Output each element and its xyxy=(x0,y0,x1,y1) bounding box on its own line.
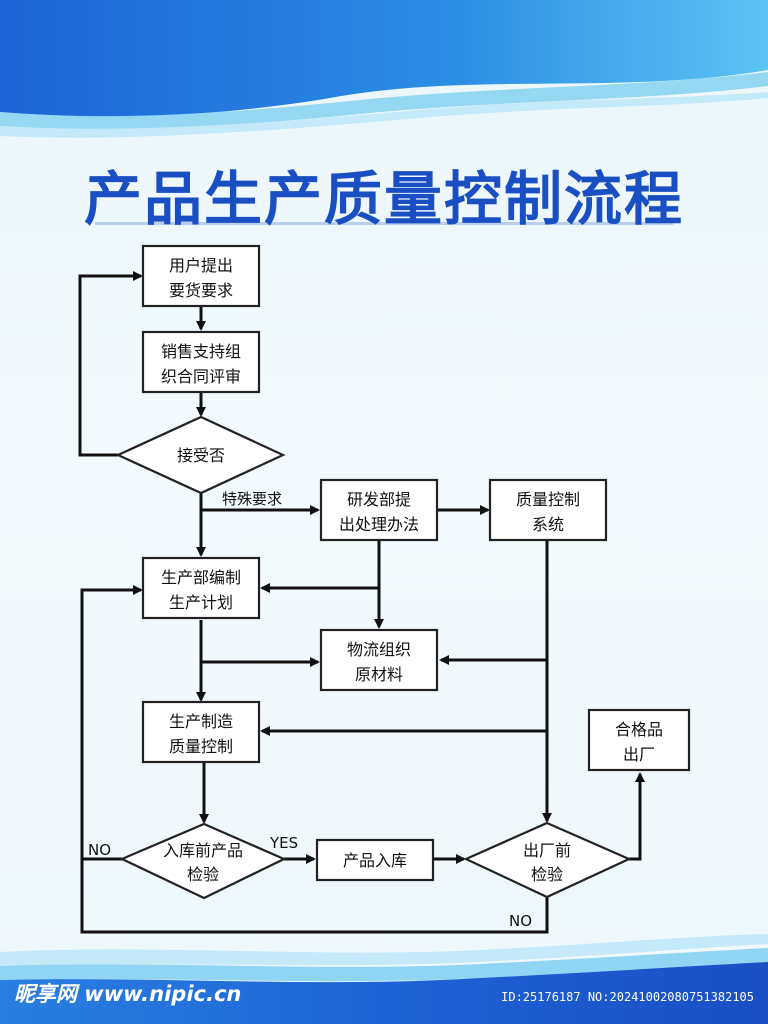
node-manufacture-qc: 生产制造 质量控制 xyxy=(141,700,261,764)
node-rd-solution-line2: 出处理办法 xyxy=(339,515,419,534)
node-manufacture-qc-line1: 生产制造 xyxy=(169,712,233,731)
decision-accept-label: 接受否 xyxy=(177,446,225,465)
node-production-plan-line2: 生产计划 xyxy=(169,593,233,612)
decision-pre-storage-line1: 入库前产品 xyxy=(163,841,243,860)
node-user-request: 用户提出 要货要求 xyxy=(141,244,261,308)
node-logistics-line1: 物流组织 xyxy=(347,640,411,659)
node-rd-solution: 研发部提 出处理办法 xyxy=(319,478,439,542)
watermark-id: ID:25176187 NO:20241002080751382105 xyxy=(501,990,754,1004)
edge-label-special: 特殊要求 xyxy=(222,490,282,508)
node-production-plan: 生产部编制 生产计划 xyxy=(141,556,261,620)
node-sales-review-line2: 织合同评审 xyxy=(161,367,241,386)
decision-pre-shipment-check: 出厂前 检验 xyxy=(463,821,632,899)
edge-label-no-bottom: NO xyxy=(509,912,532,930)
top-wave-band xyxy=(0,0,768,138)
node-logistics-line2: 原材料 xyxy=(355,665,403,684)
title-underline xyxy=(95,222,673,225)
node-logistics: 物流组织 原材料 xyxy=(319,628,439,692)
node-qc-system: 质量控制 系统 xyxy=(488,478,608,542)
node-production-plan-line1: 生产部编制 xyxy=(161,568,241,587)
node-rd-solution-line1: 研发部提 xyxy=(347,490,411,509)
edge-accept-loop-back xyxy=(78,271,143,457)
node-qc-system-line1: 质量控制 xyxy=(516,490,580,509)
edge-label-no-left: NO xyxy=(88,841,111,859)
node-qualified: 合格品 出厂 xyxy=(587,708,691,772)
edge-preshipment-to-qualified xyxy=(629,772,645,861)
flow-edges xyxy=(78,271,645,934)
edge-label-yes: YES xyxy=(269,834,298,852)
edge-check-no-loop xyxy=(80,585,143,861)
node-sales-review: 销售支持组 织合同评审 xyxy=(141,330,261,394)
node-storage-label: 产品入库 xyxy=(343,851,407,870)
node-sales-review-line1: 销售支持组 xyxy=(161,342,241,361)
node-qc-system-line2: 系统 xyxy=(532,515,564,534)
edge-preshipment-no-loop xyxy=(80,859,549,934)
decision-pre-shipment-line2: 检验 xyxy=(531,865,563,884)
node-storage: 产品入库 xyxy=(315,838,435,882)
node-manufacture-qc-line2: 质量控制 xyxy=(169,737,233,756)
node-qualified-line2: 出厂 xyxy=(623,745,655,764)
decision-pre-storage-line2: 检验 xyxy=(187,865,219,884)
decision-accept: 接受否 xyxy=(115,415,286,495)
node-user-request-line1: 用户提出 xyxy=(169,256,233,275)
bottom-wave-band xyxy=(0,934,768,1024)
decision-pre-storage-check: 入库前产品 检验 xyxy=(119,822,287,900)
watermark-site: 昵享网 www.nipic.cn xyxy=(14,982,242,1006)
decision-pre-shipment-line1: 出厂前 xyxy=(523,841,571,860)
node-user-request-line2: 要货要求 xyxy=(169,281,233,300)
page-title: 产品生产质量控制流程 xyxy=(83,165,684,233)
node-qualified-line1: 合格品 xyxy=(615,720,663,739)
